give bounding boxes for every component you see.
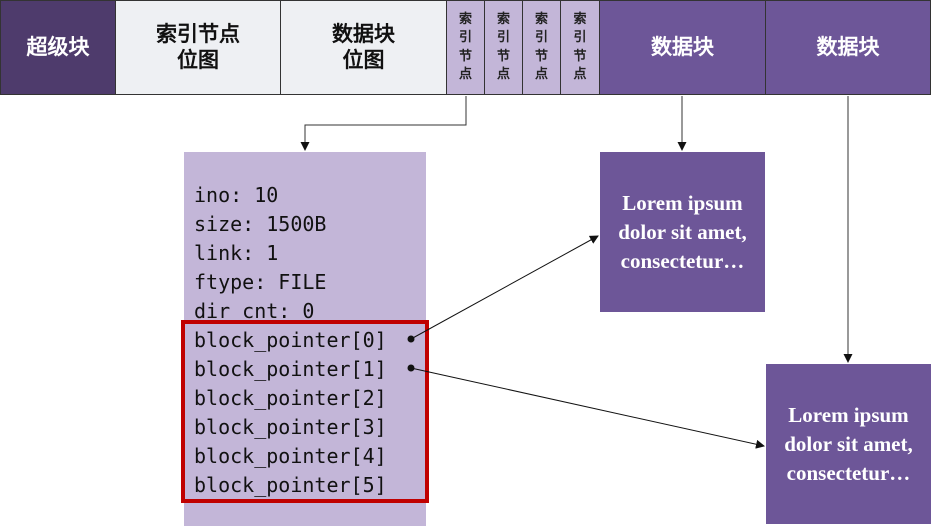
inode-cell: 索 引 节 点 — [446, 0, 485, 95]
inode-fields: ino: 10 size: 1500B link: 1 ftype: FILE … — [194, 181, 387, 500]
data-block-1: Lorem ipsum dolor sit amet, consectetur… — [600, 152, 765, 312]
superblock-label: 超级块 — [26, 34, 90, 59]
inode-cell: 索 引 节 点 — [560, 0, 600, 95]
pointer-1-arrow — [410, 367, 765, 449]
inode-bitmap-label: 索引节点 位图 — [156, 22, 240, 72]
inode-cell-label: 索 引 节 点 — [496, 11, 510, 82]
block-pointer: block_pointer[2] — [194, 386, 387, 410]
inode-field: size: 1500B — [194, 212, 327, 236]
data-block-cell-label: 数据块 — [651, 34, 714, 59]
inode-bitmap-cell: 索引节点 位图 — [115, 0, 281, 95]
pointer-0-arrow — [410, 235, 599, 340]
inode-cell-label: 索 引 节 点 — [573, 11, 587, 82]
block-pointer-highlight — [181, 320, 429, 503]
block-pointer: block_pointer[4] — [194, 444, 387, 468]
inode-field: dir_cnt: 0 — [194, 299, 315, 323]
data-block-2: Lorem ipsum dolor sit amet, consectetur… — [766, 364, 931, 524]
disk-layout-strip: 超级块 索引节点 位图 数据块 位图 索 引 节 点 索 引 节 点 索 引 节… — [0, 0, 931, 95]
block-pointer: block_pointer[5] — [194, 473, 387, 497]
data-block-text: Lorem ipsum dolor sit amet, consectetur… — [784, 402, 913, 485]
inode-connector — [300, 96, 467, 151]
data-block-cell-label: 数据块 — [816, 34, 880, 59]
block-pointer: block_pointer[0] — [194, 328, 387, 352]
inode-cell-label: 索 引 节 点 — [458, 11, 472, 82]
data-block-text: Lorem ipsum dolor sit amet, consectetur… — [618, 190, 747, 273]
block-pointer: block_pointer[1] — [194, 357, 387, 381]
superblock-cell: 超级块 — [0, 0, 116, 95]
data-block-cell: 数据块 — [599, 0, 766, 95]
inode-cell: 索 引 节 点 — [484, 0, 523, 95]
inode-field: link: 1 — [194, 241, 279, 265]
data-bitmap-label: 数据块 位图 — [332, 22, 395, 72]
inode-field: ino: 10 — [194, 183, 279, 207]
inode-detail-box — [184, 152, 426, 526]
block-pointer: block_pointer[3] — [194, 415, 387, 439]
inode-cell-label: 索 引 节 点 — [534, 11, 548, 82]
data-bitmap-cell: 数据块 位图 — [280, 0, 447, 95]
data-block-cell: 数据块 — [765, 0, 931, 95]
inode-field: ftype: FILE — [194, 270, 327, 294]
inode-cell: 索 引 节 点 — [522, 0, 561, 95]
